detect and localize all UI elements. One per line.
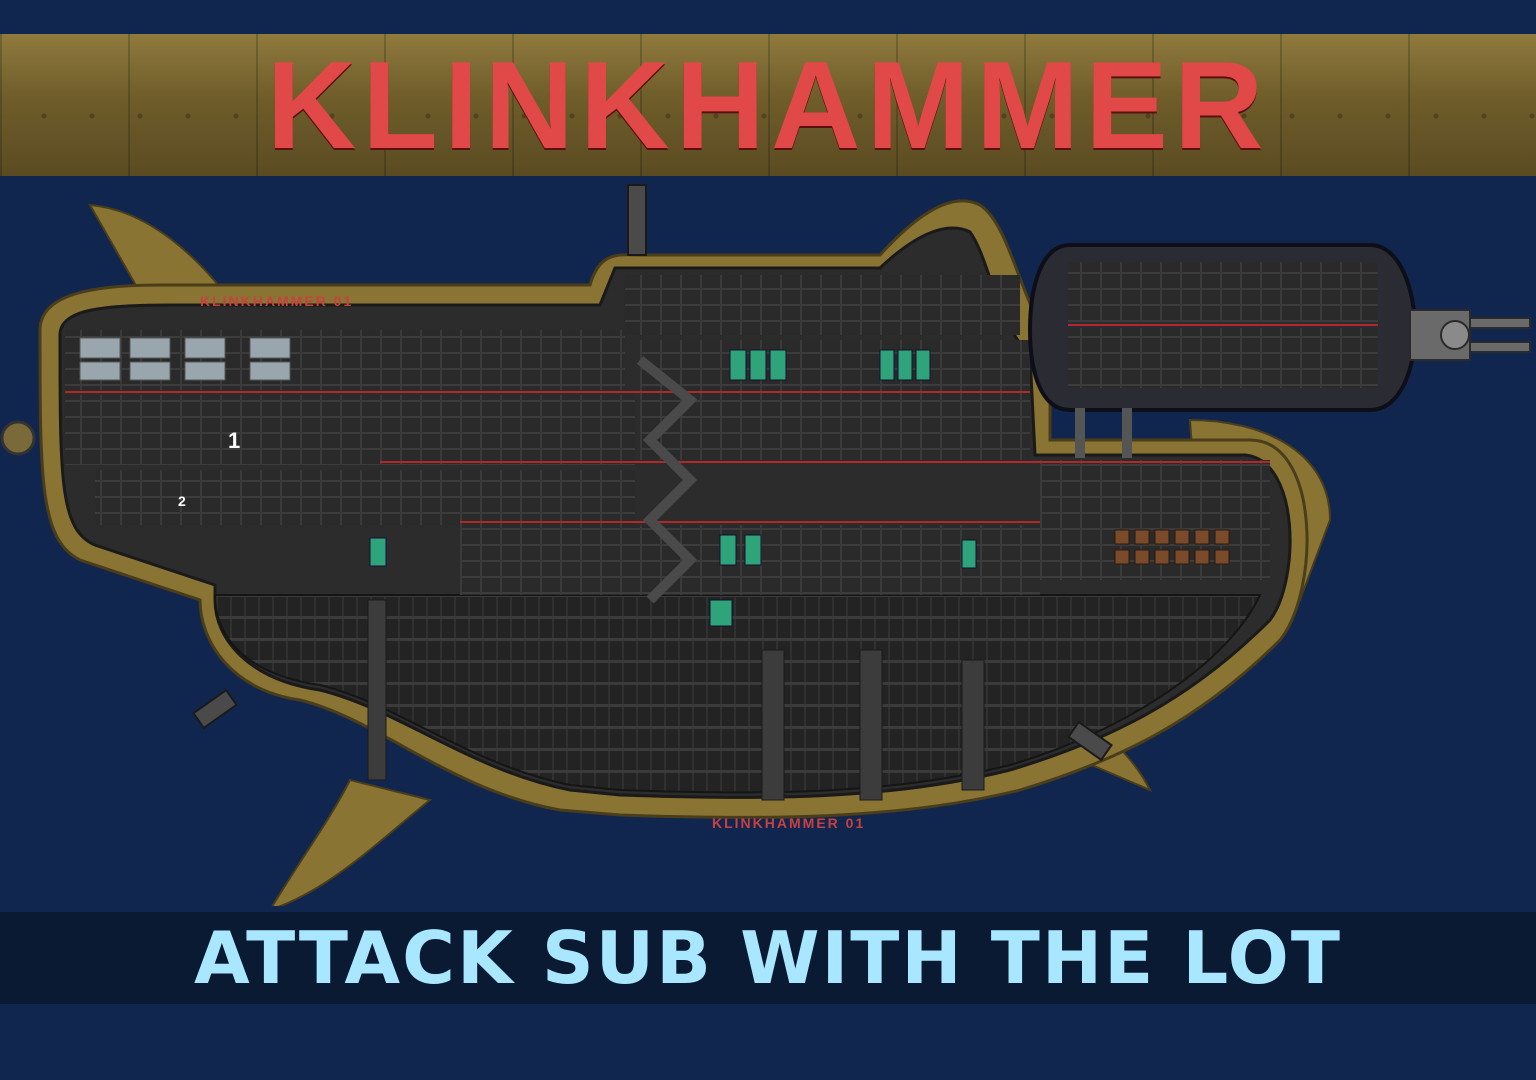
deck-mid-left — [65, 395, 635, 465]
banner-rivets — [0, 34, 1536, 176]
deck-lower-left — [95, 470, 635, 525]
cargo-hold — [213, 594, 1262, 794]
deck-upper-center — [625, 275, 1020, 335]
hold-pillars — [367, 599, 985, 801]
game-title: KLINKHAMMER — [266, 37, 1270, 175]
green-cabinets — [369, 349, 977, 627]
forward-capsule — [1027, 243, 1418, 458]
red-pipes — [65, 391, 1270, 523]
hull-label-bottom: KLINKHAMMER 01 — [712, 815, 865, 831]
title-banner: KLINKHAMMER — [0, 34, 1536, 176]
central-stairs — [636, 356, 698, 604]
turrets — [192, 184, 1113, 762]
hull-label-top: KLINKHAMMER 01 — [200, 293, 353, 309]
deck-mid-center — [640, 340, 1030, 460]
rear-sonar — [0, 420, 36, 456]
nose-railgun — [1409, 309, 1531, 361]
bridge-windows — [79, 337, 291, 381]
crew-bunks — [1114, 529, 1230, 565]
deck-number-1: 1 — [228, 428, 240, 453]
caption-bar: ATTACK SUB WITH THE LOT — [0, 912, 1536, 1004]
caption-text: ATTACK SUB WITH THE LOT — [193, 916, 1342, 1000]
submarine-cutaway: KLINKHAMMER 01 KLINKHAMMER 01 1 2 — [0, 184, 1531, 906]
deck-number-2: 2 — [178, 493, 186, 509]
